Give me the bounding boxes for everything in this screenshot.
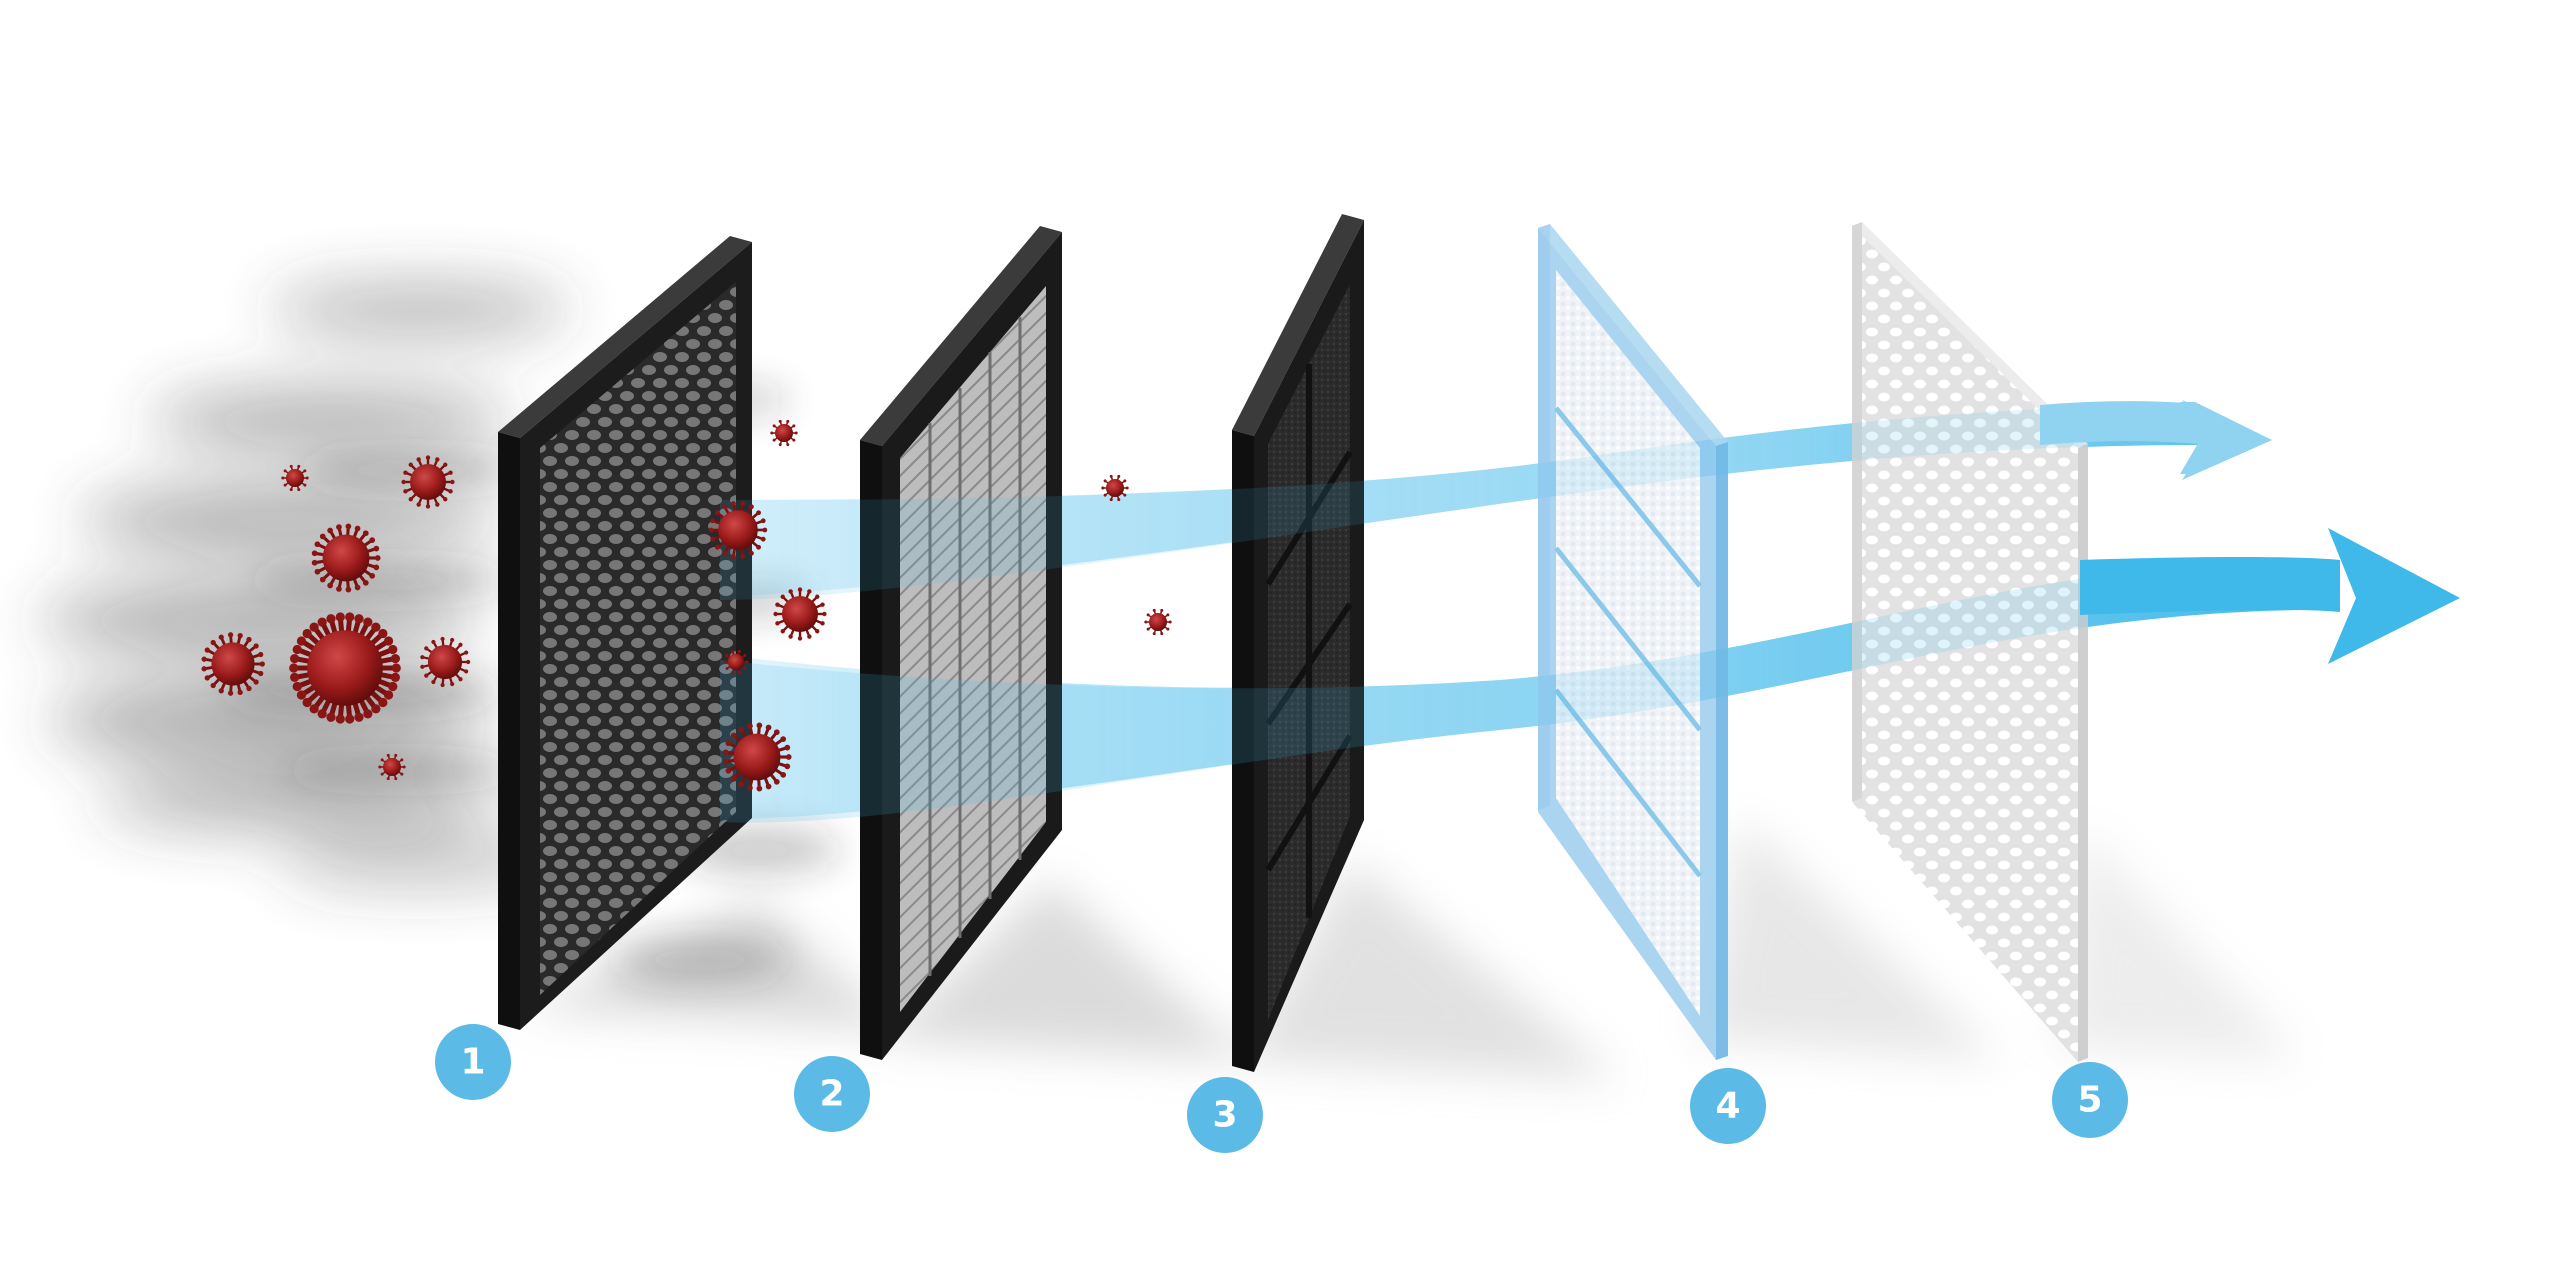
airflow-overlay (720, 405, 2300, 823)
badge-1-label: 1 (460, 1042, 485, 1083)
filter-3-carbon (1232, 214, 1364, 1072)
filter-5-perforated (1852, 222, 2088, 1062)
badge-4: 4 (1690, 1068, 1766, 1144)
badge-1: 1 (435, 1024, 511, 1100)
virus-icon (281, 464, 309, 492)
virus-icon (1101, 474, 1129, 502)
badge-5: 5 (2052, 1062, 2128, 1138)
virus-icon (420, 636, 471, 688)
badge-2-label: 2 (819, 1074, 844, 1115)
badge-2: 2 (794, 1056, 870, 1132)
filter-2-hepa (860, 226, 1062, 1060)
virus-icon (289, 612, 401, 724)
virus-icon (773, 587, 827, 641)
virus-icon (401, 455, 455, 509)
filter-4-cotton (1538, 224, 1728, 1060)
badge-4-label: 4 (1715, 1086, 1740, 1127)
badge-5-label: 5 (2077, 1080, 2102, 1121)
virus-icon (378, 753, 406, 781)
arrow-right-icon (2080, 528, 2460, 664)
badge-3-label: 3 (1212, 1095, 1237, 1136)
virus-icon (311, 523, 381, 593)
virus-particles (201, 419, 1172, 792)
badge-3: 3 (1187, 1077, 1263, 1153)
virus-icon (708, 501, 768, 559)
virus-icon (770, 419, 798, 447)
arrow-right-icon (2040, 400, 2272, 480)
virus-icon (722, 722, 792, 792)
filter-1-honeycomb (498, 236, 752, 1030)
virus-icon (723, 650, 749, 674)
virus-icon (201, 632, 265, 696)
floor-shadows (520, 820, 2300, 1080)
virus-icon (1144, 608, 1172, 636)
